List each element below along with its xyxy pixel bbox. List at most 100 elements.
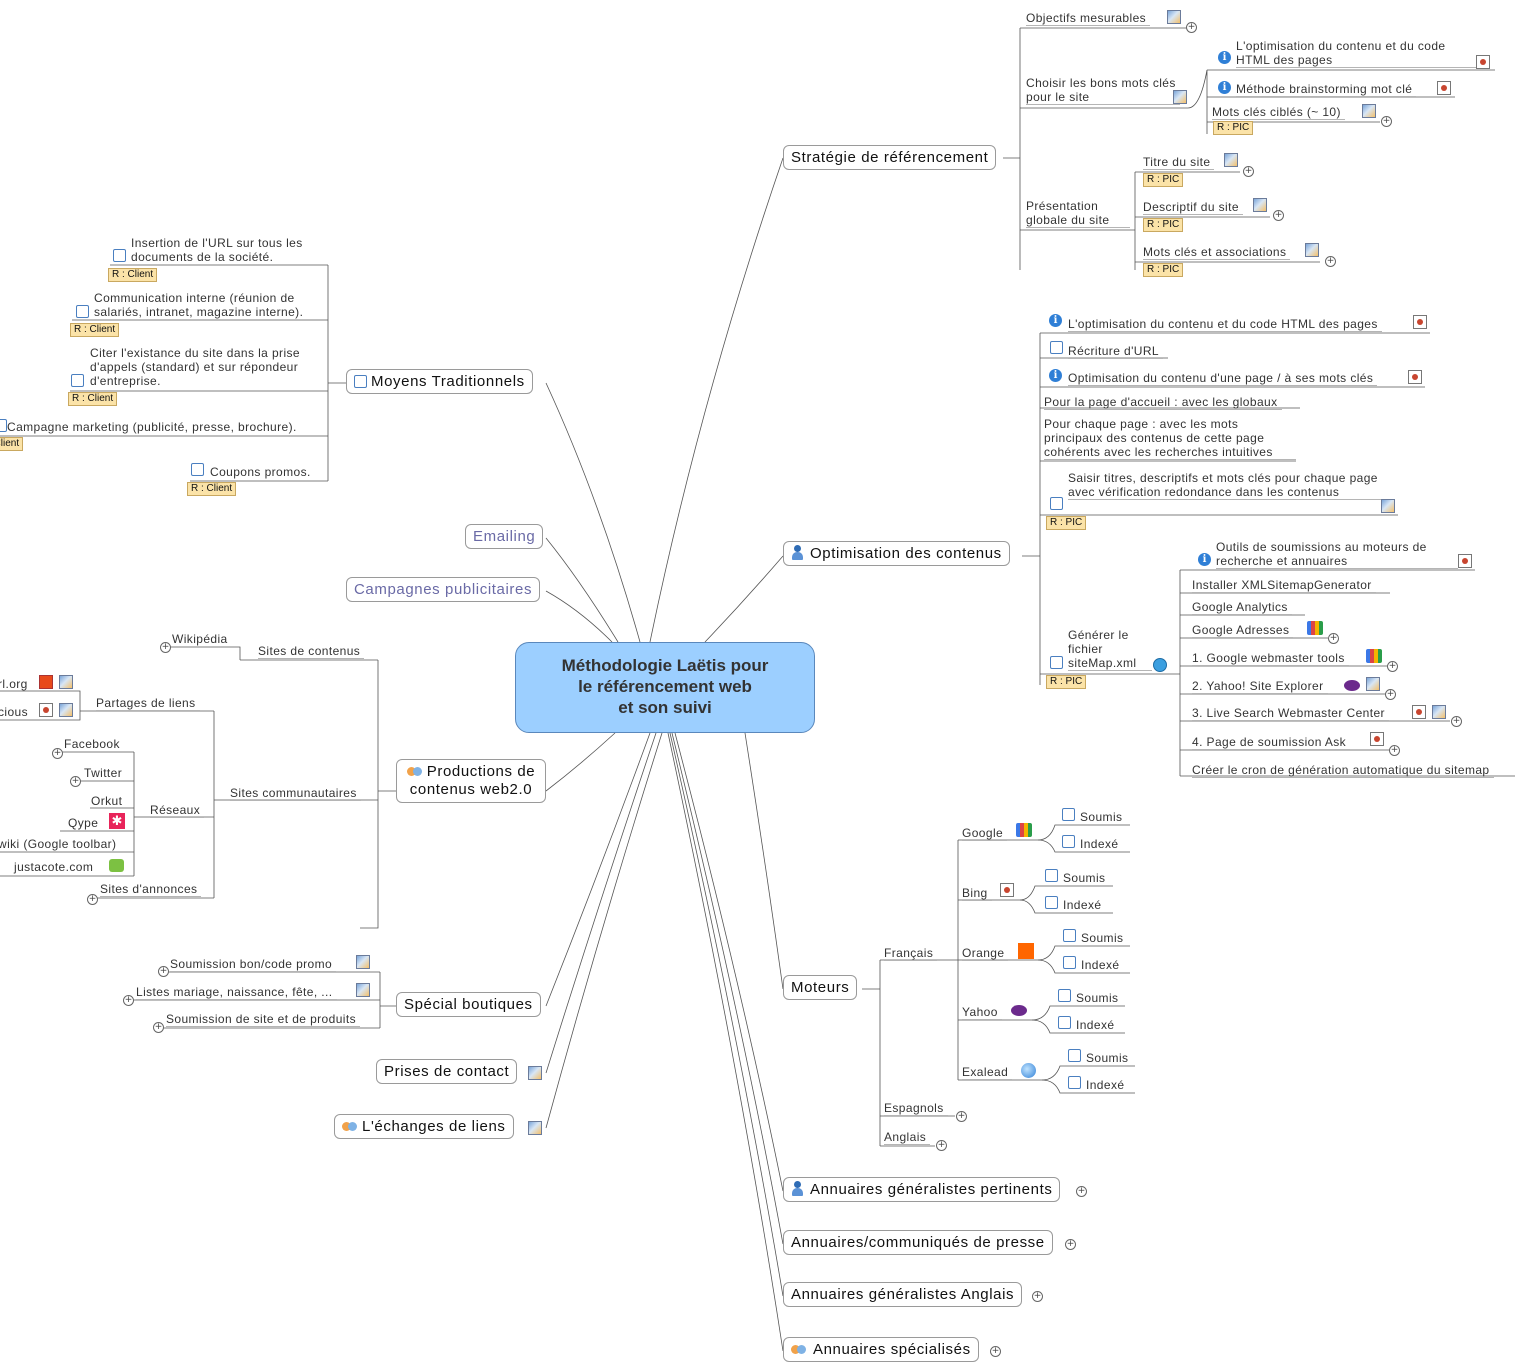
branch-annuaires-communiques[interactable]: Annuaires/communiqués de presse <box>783 1230 1053 1255</box>
task-checkbox-icon[interactable] <box>1068 1049 1081 1062</box>
node-brainstorming[interactable]: Méthode brainstorming mot clé <box>1236 82 1417 97</box>
node-espagnols[interactable]: Espagnols <box>884 1101 948 1116</box>
opt-item-html[interactable]: L'optimisation du contenu et du code HTM… <box>1068 317 1382 332</box>
boutique-item-soumission[interactable]: Soumission de site et de produits <box>166 1012 360 1027</box>
node-sites-communautaires[interactable]: Sites communautaires <box>230 786 361 801</box>
expand-icon[interactable]: + <box>160 642 171 653</box>
expand-icon[interactable]: + <box>1186 22 1197 33</box>
moyens-item-communication[interactable]: Communication interne (réunion de salari… <box>94 291 324 319</box>
sitemap-item-live[interactable]: 3. Live Search Webmaster Center <box>1192 706 1389 721</box>
expand-icon[interactable]: + <box>1243 166 1254 177</box>
branch-emailing[interactable]: Emailing <box>465 524 544 549</box>
expand-icon[interactable]: + <box>1273 210 1284 221</box>
expand-icon[interactable]: + <box>1325 256 1336 267</box>
reseau-wiki[interactable]: wiki (Google toolbar) <box>0 837 116 851</box>
task-checkbox-icon[interactable] <box>1045 869 1058 882</box>
sitemap-item-analytics[interactable]: Google Analytics <box>1192 600 1292 615</box>
expand-icon[interactable]: + <box>1385 689 1396 700</box>
opt-item-page-mots[interactable]: Optimisation du contenu d'une page / à s… <box>1068 371 1378 386</box>
node-partages[interactable]: Partages de liens <box>96 696 200 711</box>
node-annonces[interactable]: Sites d'annonces <box>100 882 202 897</box>
moyens-item-url[interactable]: Insertion de l'URL sur tous les document… <box>131 236 321 264</box>
opt-item-saisir[interactable]: Saisir titres, descriptifs et mots clés … <box>1068 471 1382 500</box>
moyens-item-campagne[interactable]: Campagne marketing (publicité, presse, b… <box>7 420 297 434</box>
opt-item-chaque-page[interactable]: Pour chaque page : avec les mots princip… <box>1044 417 1296 460</box>
reseau-justacote[interactable]: justacote.com <box>14 860 93 874</box>
expand-icon[interactable]: + <box>936 1140 947 1151</box>
node-sites-contenus[interactable]: Sites de contenus <box>258 644 365 659</box>
branch-campagnes[interactable]: Campagnes publicitaires <box>346 577 541 602</box>
expand-icon[interactable]: + <box>123 995 134 1006</box>
task-checkbox-icon[interactable] <box>1050 656 1063 669</box>
task-checkbox-icon[interactable] <box>1045 896 1058 909</box>
expand-icon[interactable]: + <box>1381 116 1392 127</box>
engine-exalead[interactable]: Exalead <box>962 1065 1013 1080</box>
node-mots-cibles[interactable]: Mots clés ciblés (~ 10) <box>1212 105 1345 120</box>
branch-strategie[interactable]: Stratégie de référencement <box>783 145 997 170</box>
partage-item-cious[interactable]: cious <box>0 705 28 719</box>
engine-bing[interactable]: Bing <box>962 886 992 901</box>
task-checkbox-icon[interactable] <box>1050 497 1063 510</box>
sitemap-item-cron[interactable]: Créer le cron de génération automatique … <box>1192 763 1494 778</box>
expand-icon[interactable]: + <box>70 776 81 787</box>
task-checkbox-icon[interactable] <box>1058 989 1071 1002</box>
branch-contact[interactable]: Prises de contact <box>376 1059 518 1084</box>
branch-echanges[interactable]: L'échanges de liens <box>334 1114 514 1139</box>
opt-item-url[interactable]: Récriture d'URL <box>1068 344 1163 359</box>
sitemap-item-xmlgen[interactable]: Installer XMLSitemapGenerator <box>1192 578 1376 593</box>
branch-annuaires-generalistes[interactable]: Annuaires généralistes pertinents <box>783 1177 1061 1202</box>
task-checkbox-icon[interactable] <box>1063 929 1076 942</box>
sitemap-item-adresses[interactable]: Google Adresses <box>1192 623 1294 638</box>
task-checkbox-icon[interactable] <box>1050 341 1063 354</box>
expand-icon[interactable]: + <box>1387 661 1398 672</box>
node-mots-assoc[interactable]: Mots clés et associations <box>1143 245 1291 260</box>
reseau-twitter[interactable]: Twitter <box>84 766 122 780</box>
expand-icon[interactable]: + <box>1451 716 1462 727</box>
boutique-item-promo[interactable]: Soumission bon/code promo <box>170 957 337 972</box>
task-checkbox-icon[interactable] <box>76 305 89 318</box>
expand-icon[interactable]: + <box>52 748 63 759</box>
expand-icon[interactable]: + <box>87 894 98 905</box>
reseau-facebook[interactable]: Facebook <box>64 737 120 751</box>
branch-productions[interactable]: Productions de contenus web2.0 <box>396 759 546 803</box>
branch-moteurs[interactable]: Moteurs <box>783 975 858 1000</box>
branch-annuaires-anglais[interactable]: Annuaires généralistes Anglais <box>783 1282 1023 1307</box>
branch-boutiques[interactable]: Spécial boutiques <box>396 992 541 1017</box>
node-optim-html[interactable]: L'optimisation du contenu et du code HTM… <box>1236 39 1480 68</box>
task-checkbox-icon[interactable] <box>1062 835 1075 848</box>
expand-icon[interactable]: + <box>158 966 169 977</box>
moyens-item-coupons[interactable]: Coupons promos. <box>210 465 311 479</box>
expand-icon[interactable]: + <box>990 1346 1001 1357</box>
node-generer-sitemap[interactable]: Générer le fichier siteMap.xml <box>1068 628 1152 671</box>
branch-moyens[interactable]: Moyens Traditionnels <box>346 369 533 394</box>
branch-optimisation[interactable]: Optimisation des contenus <box>783 541 1010 566</box>
reseau-qype[interactable]: Qype <box>68 816 98 830</box>
branch-annuaires-specialises[interactable]: Annuaires spécialisés <box>783 1337 979 1362</box>
task-checkbox-icon[interactable] <box>1062 808 1075 821</box>
expand-icon[interactable]: + <box>1328 633 1339 644</box>
node-objectifs[interactable]: Objectifs mesurables <box>1026 11 1151 26</box>
node-titre[interactable]: Titre du site <box>1143 155 1215 170</box>
sitemap-item-yahoo[interactable]: 2. Yahoo! Site Explorer <box>1192 679 1328 694</box>
node-reseaux[interactable]: Réseaux <box>150 803 205 818</box>
engine-yahoo[interactable]: Yahoo <box>962 1005 1002 1020</box>
reseau-orkut[interactable]: Orkut <box>91 794 122 808</box>
partage-item-rl[interactable]: rl.org <box>0 677 28 691</box>
task-checkbox-icon[interactable] <box>113 249 126 262</box>
expand-icon[interactable]: + <box>1389 745 1400 756</box>
node-francais[interactable]: Français <box>884 946 938 961</box>
sitemap-item-outils[interactable]: Outils de soumissions au moteurs de rech… <box>1216 540 1458 569</box>
task-checkbox-icon[interactable] <box>1063 956 1076 969</box>
central-topic[interactable]: Méthodologie Laëtis pour le référencemen… <box>515 642 815 733</box>
expand-icon[interactable]: + <box>153 1022 164 1033</box>
expand-icon[interactable]: + <box>1076 1186 1087 1197</box>
boutique-item-listes[interactable]: Listes mariage, naissance, fête, ... <box>136 985 337 1000</box>
moyens-item-citer[interactable]: Citer l'existance du site dans la prise … <box>90 346 320 388</box>
node-choisir[interactable]: Choisir les bons mots clés pour le site <box>1026 76 1180 105</box>
node-descriptif[interactable]: Descriptif du site <box>1143 200 1243 215</box>
opt-item-accueil[interactable]: Pour la page d'accueil : avec les globau… <box>1044 395 1282 410</box>
task-checkbox-icon[interactable] <box>1058 1016 1071 1029</box>
engine-google[interactable]: Google <box>962 826 1008 841</box>
expand-icon[interactable]: + <box>1065 1239 1076 1250</box>
expand-icon[interactable]: + <box>1032 1291 1043 1302</box>
